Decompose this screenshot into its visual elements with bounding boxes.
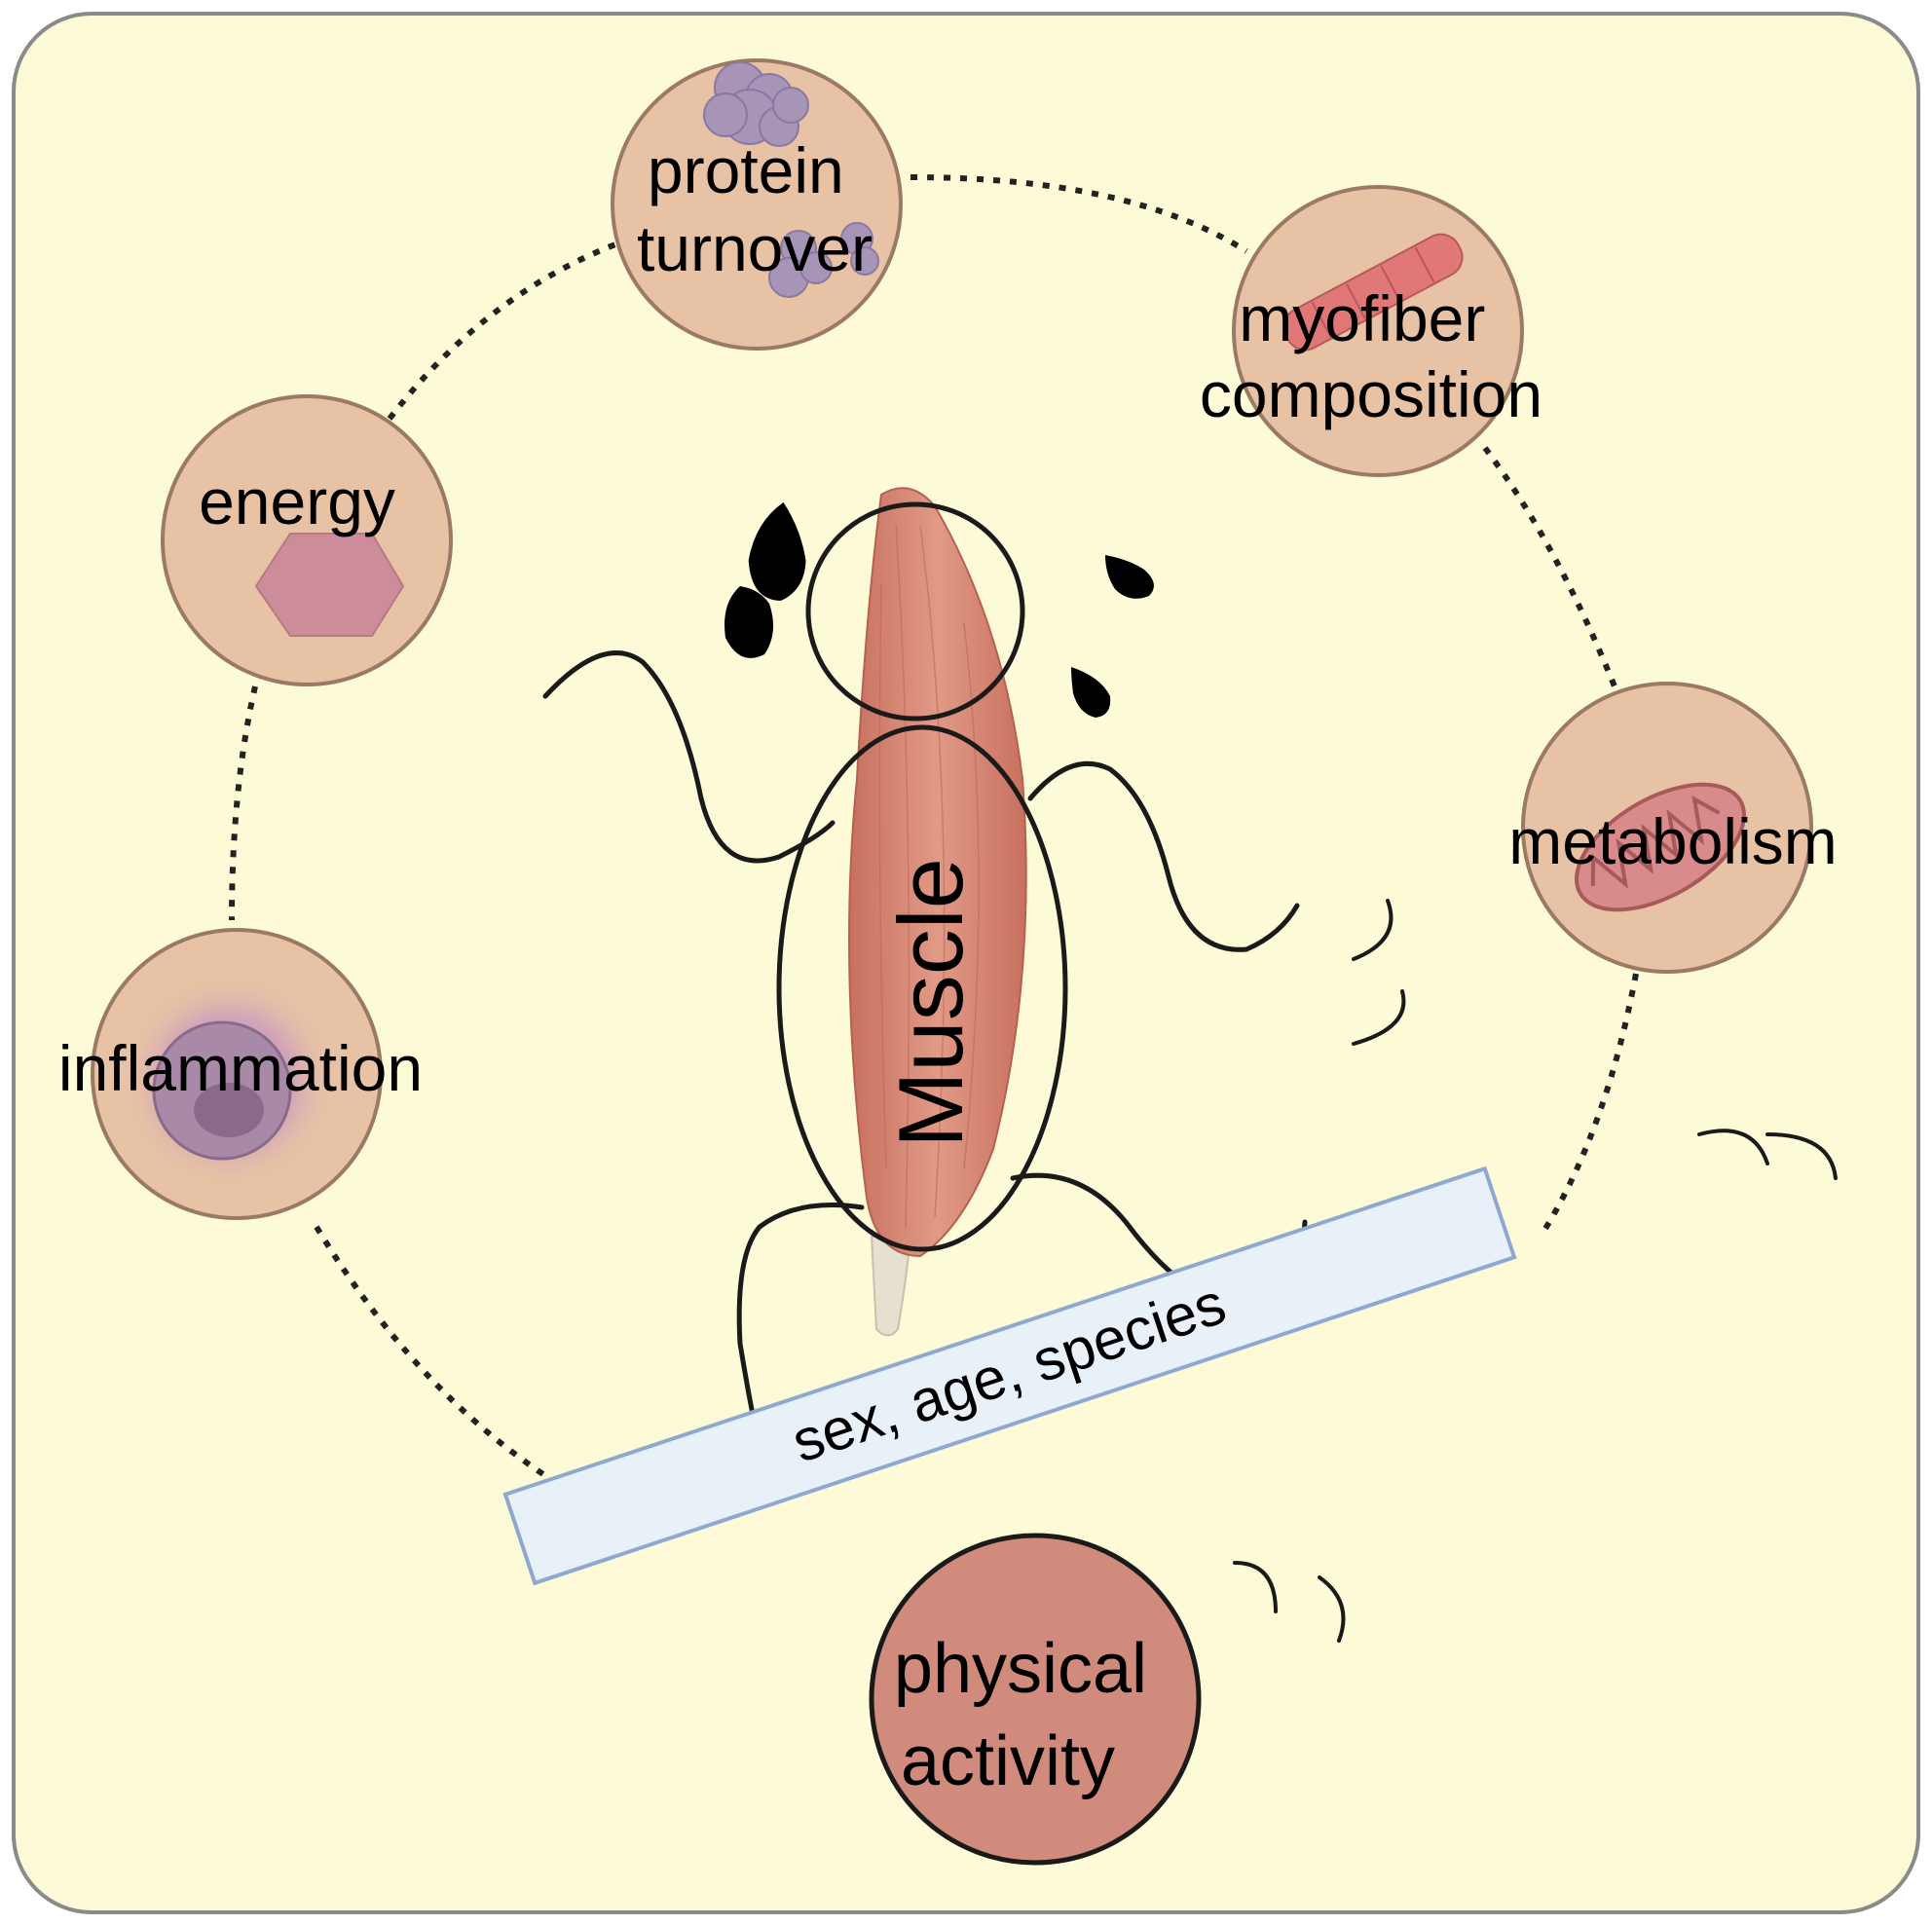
body-ellipse	[776, 724, 1068, 1252]
muscle-illustration	[848, 487, 1027, 1337]
node-metabolism: metabolism	[1508, 682, 1838, 974]
arc-energy-protein	[387, 239, 625, 421]
right-arm	[1027, 760, 1300, 952]
node-myofiber-composition: myofiber composition	[1200, 185, 1542, 477]
center-label: Muscle	[879, 858, 982, 1148]
node-label: energy	[199, 465, 395, 537]
node-label: inflammation	[58, 1032, 423, 1104]
node-label: myofiber composition	[1200, 282, 1542, 430]
node-energy: energy	[161, 394, 453, 686]
arc-myofiber-metabolism	[1482, 446, 1619, 693]
arc-protein-myofiber	[910, 174, 1248, 254]
mitochondrion-icon	[1575, 782, 1746, 912]
node-label: metabolism	[1508, 805, 1837, 877]
head-circle	[805, 501, 1025, 722]
fulcrum-physical-activity: physical activity	[869, 1533, 1202, 1866]
node-inflammation: inflammation	[58, 928, 423, 1220]
muscle-belly	[848, 487, 1027, 1258]
fulcrum-label: physical activity	[894, 1630, 1167, 1800]
arc-inflammation-bottom	[314, 1225, 586, 1502]
arc-metabolism-bottom	[1541, 973, 1639, 1234]
motion-lines	[1233, 899, 1838, 1643]
stick-figure-outline	[776, 501, 1068, 1252]
tendon	[870, 1236, 912, 1337]
myofiber-icon	[1282, 233, 1464, 352]
cycle-arrows	[229, 174, 1639, 1502]
left-arm	[542, 650, 836, 864]
node-protein-turnover: protein turnover	[611, 58, 903, 351]
arc-energy-inflammation	[229, 685, 258, 921]
protein-icon	[703, 61, 879, 298]
hexagon-icon	[254, 533, 405, 637]
sweat-drops-icon	[724, 501, 1154, 718]
node-label: protein turnover	[637, 134, 873, 284]
